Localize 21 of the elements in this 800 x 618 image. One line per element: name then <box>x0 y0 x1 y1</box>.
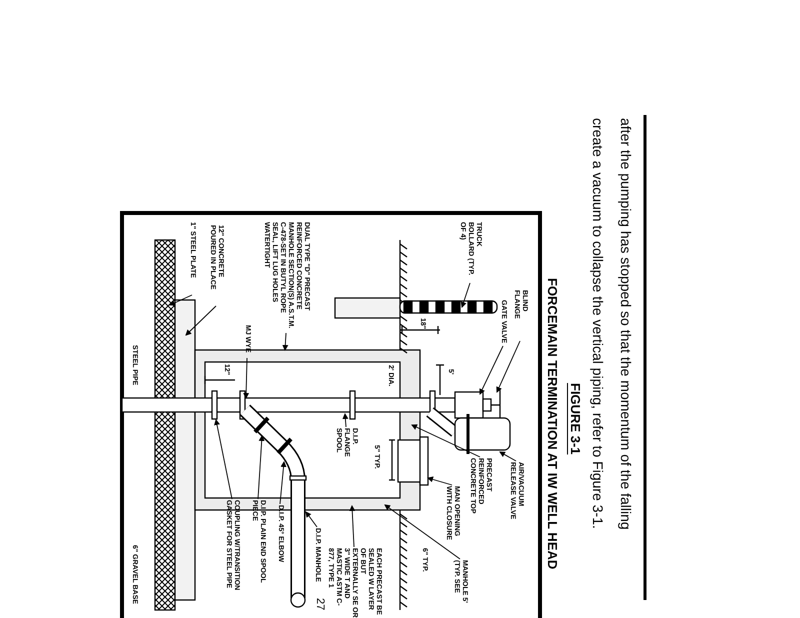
leader-line <box>499 452 516 462</box>
leader-line <box>169 294 192 306</box>
leader-line <box>282 332 288 351</box>
leader-line <box>243 358 250 399</box>
leader-line <box>258 435 265 500</box>
leader-line <box>342 413 348 428</box>
leader-line <box>280 461 286 504</box>
paragraph-text: after the pumping has stopped so that the momentum of the falling create a vacuum to collapse the vertical piping, refer to Figure 3-1. <box>589 118 635 532</box>
figure-heading: FIGURE 3-1 <box>568 383 583 455</box>
leader-line <box>305 511 318 528</box>
leader-line <box>427 476 452 486</box>
leader-line <box>411 424 480 458</box>
leader-line <box>479 346 504 395</box>
leader-line <box>214 419 232 500</box>
leader-line <box>384 504 460 560</box>
drawing-title: FORCEMAIN TERMINATION AT IW WELL HEAD <box>545 278 560 572</box>
leader-line <box>349 505 356 548</box>
leader-line <box>185 306 216 336</box>
leader-line <box>496 340 520 393</box>
page-number: 27 <box>314 598 326 610</box>
leader-line <box>460 282 470 308</box>
